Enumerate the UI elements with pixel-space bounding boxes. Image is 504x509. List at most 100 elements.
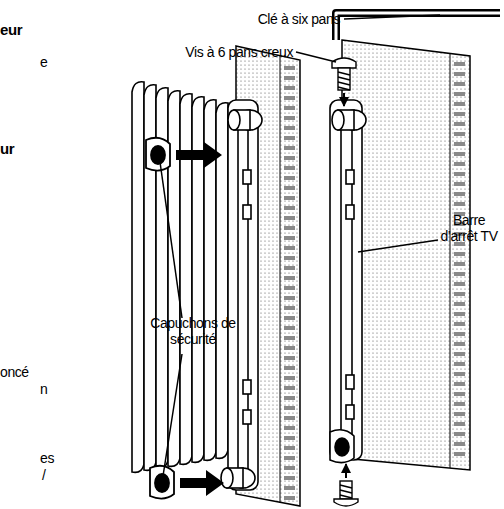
- stripe: [284, 246, 295, 250]
- stripe: [454, 282, 465, 286]
- part-label: es: [40, 450, 54, 466]
- stripe: [454, 332, 465, 336]
- stripe: [284, 206, 295, 210]
- stripe: [284, 146, 295, 150]
- stripe: [454, 262, 465, 266]
- stripe: [284, 386, 295, 390]
- stripe: [454, 342, 465, 346]
- stripe: [284, 66, 295, 70]
- stripe: [284, 136, 295, 140]
- stripe: [454, 182, 465, 186]
- stripe: [284, 416, 295, 420]
- stripe: [284, 366, 295, 370]
- part-label: ur: [0, 141, 14, 157]
- stripe: [284, 186, 295, 190]
- stripe: [454, 192, 465, 196]
- stripe: [454, 252, 465, 256]
- stripe: [284, 126, 295, 130]
- stripe: [284, 106, 295, 110]
- stripe: [454, 322, 465, 326]
- stripe: [454, 152, 465, 156]
- stripe: [454, 432, 465, 436]
- stripe: [454, 412, 465, 416]
- stripe: [284, 336, 295, 340]
- stripe: [284, 456, 295, 460]
- stripe: [454, 312, 465, 316]
- stripe: [284, 496, 295, 500]
- folded-pad: [132, 82, 228, 473]
- part-label: n: [40, 381, 47, 397]
- stripe: [454, 442, 465, 446]
- stripe: [454, 112, 465, 116]
- part-label: eur: [0, 22, 22, 38]
- stripe: [284, 266, 295, 270]
- part-label: Capuchons de sécurité: [128, 315, 258, 347]
- screw-bottom: [334, 464, 358, 506]
- part-label: e: [40, 54, 47, 70]
- stripe: [284, 176, 295, 180]
- stripe: [454, 382, 465, 386]
- leader-line: [160, 15, 440, 476]
- stripe: [284, 466, 295, 470]
- stripe: [454, 172, 465, 176]
- stripe: [454, 62, 465, 66]
- fold: [132, 82, 144, 473]
- stripe: [454, 102, 465, 106]
- stripe: [454, 292, 465, 296]
- tv-stop-bar: [330, 100, 366, 463]
- stripe: [284, 236, 295, 240]
- part-label: /: [42, 467, 46, 483]
- stripe: [284, 86, 295, 90]
- stripe: [284, 346, 295, 350]
- stripe: [284, 116, 295, 120]
- stripe: [454, 202, 465, 206]
- fold: [180, 94, 192, 465]
- stripe: [284, 476, 295, 480]
- stripe: [284, 356, 295, 360]
- stripe: [284, 426, 295, 430]
- stripe: [454, 122, 465, 126]
- stripe: [454, 392, 465, 396]
- bracket-bar-left: [221, 100, 262, 490]
- stripe: [454, 372, 465, 376]
- part-label: Clé à six pans: [258, 11, 340, 27]
- stripe: [284, 156, 295, 160]
- part-label: Vis à 6 pans creux: [185, 44, 293, 60]
- stripe: [454, 132, 465, 136]
- stripe: [284, 406, 295, 410]
- stripe: [454, 362, 465, 366]
- stripe: [284, 326, 295, 330]
- stripe: [454, 352, 465, 356]
- stripe: [284, 256, 295, 260]
- stripe: [284, 166, 295, 170]
- stripe: [454, 422, 465, 426]
- stripe: [284, 306, 295, 310]
- stripe: [454, 272, 465, 276]
- stripe: [284, 216, 295, 220]
- stripe: [284, 196, 295, 200]
- stripe: [284, 96, 295, 100]
- stripe: [454, 92, 465, 96]
- stripe: [284, 76, 295, 80]
- part-label: oncé: [0, 364, 29, 380]
- screw-top: [332, 58, 356, 106]
- stripe: [454, 82, 465, 86]
- stripe: [284, 486, 295, 490]
- hex-key: [336, 13, 500, 40]
- stripe: [454, 142, 465, 146]
- stripe: [284, 446, 295, 450]
- stripe: [284, 436, 295, 440]
- stripe: [284, 316, 295, 320]
- stripe: [454, 72, 465, 76]
- stripe: [454, 402, 465, 406]
- stripe: [454, 302, 465, 306]
- stripe: [284, 286, 295, 290]
- stripe: [284, 376, 295, 380]
- stripe: [284, 296, 295, 300]
- stripe: [284, 226, 295, 230]
- stripe: [284, 276, 295, 280]
- part-label: Barre d’arrêt TV: [434, 212, 504, 244]
- stripe: [454, 452, 465, 456]
